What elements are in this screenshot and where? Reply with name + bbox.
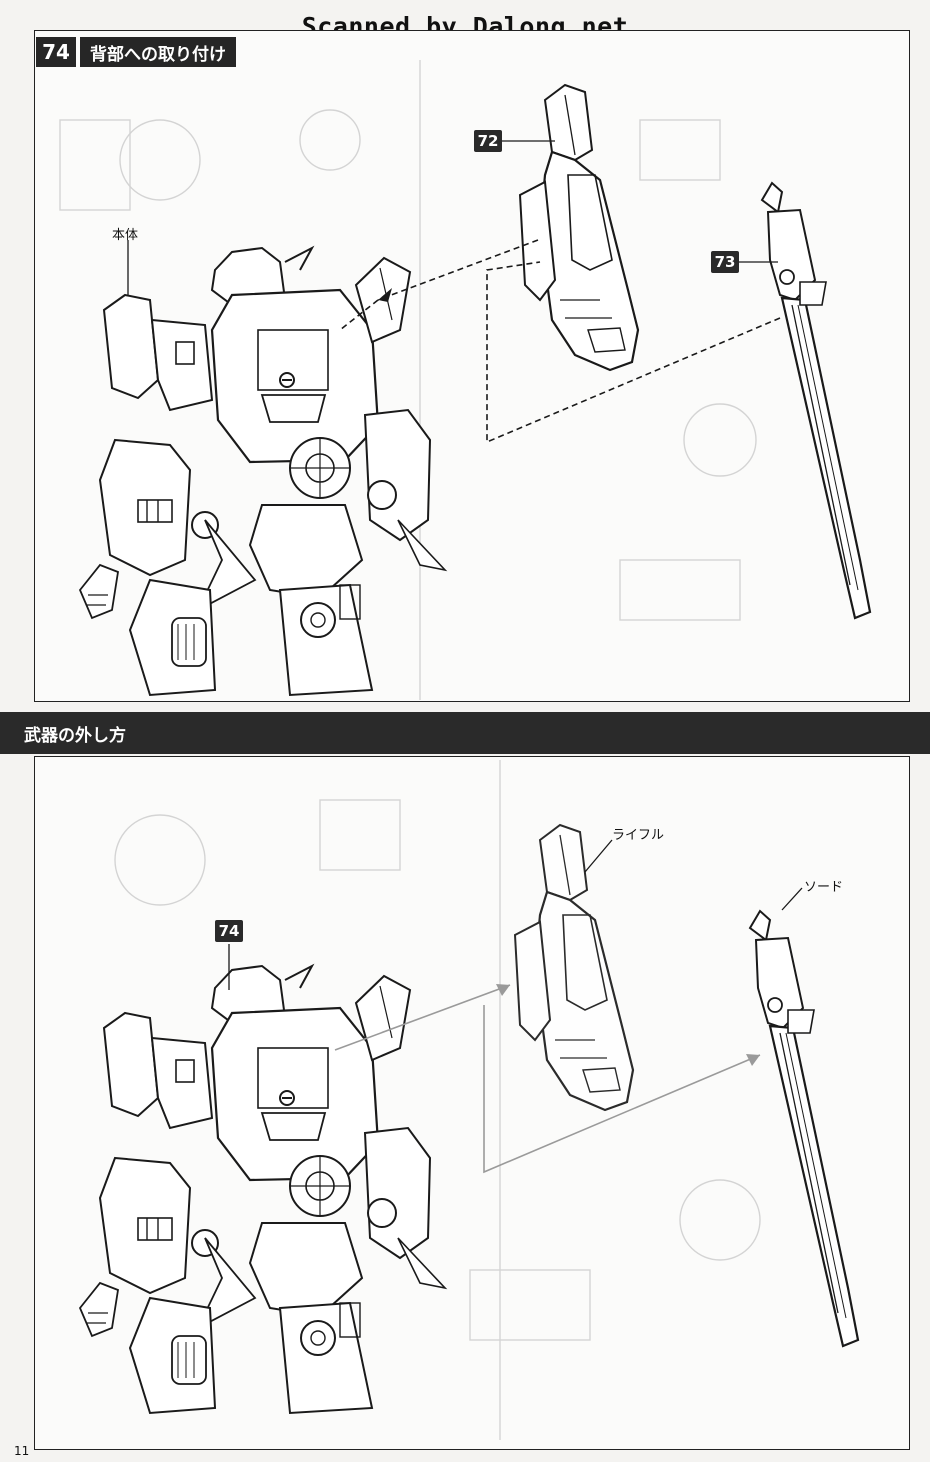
step-header: 74 背部への取り付け	[36, 36, 236, 68]
section-header: 武器の外し方	[0, 712, 930, 754]
sword-label: ソード	[804, 880, 844, 895]
removed-rifle	[513, 823, 635, 1112]
removal-arrowhead	[746, 1054, 760, 1066]
sword-part-73	[760, 181, 872, 620]
step-title: 背部への取り付け	[80, 37, 236, 67]
part-badge-72: 72	[474, 130, 502, 152]
bottom-mech-illustration	[78, 964, 447, 1415]
section-title: 武器の外し方	[24, 725, 126, 746]
step-number: 74	[36, 37, 76, 67]
part-badge-74: 74	[215, 920, 243, 942]
page-number: 11	[14, 1444, 30, 1458]
removal-arrows	[334, 984, 761, 1174]
part-badge-73: 73	[711, 251, 739, 273]
guide-arrowhead	[378, 288, 392, 302]
top-mech-illustration	[78, 246, 447, 697]
removed-sword	[748, 909, 860, 1348]
top-leader-lines	[127, 140, 778, 295]
bottom-leader-lines	[228, 839, 803, 990]
body-label: 本体	[112, 228, 139, 243]
rifle-part-72	[518, 83, 640, 372]
rifle-label: ライフル	[612, 828, 665, 843]
attach-guides	[339, 239, 781, 444]
removal-arrowhead	[496, 984, 510, 996]
scan-bleed-through	[59, 60, 761, 1440]
